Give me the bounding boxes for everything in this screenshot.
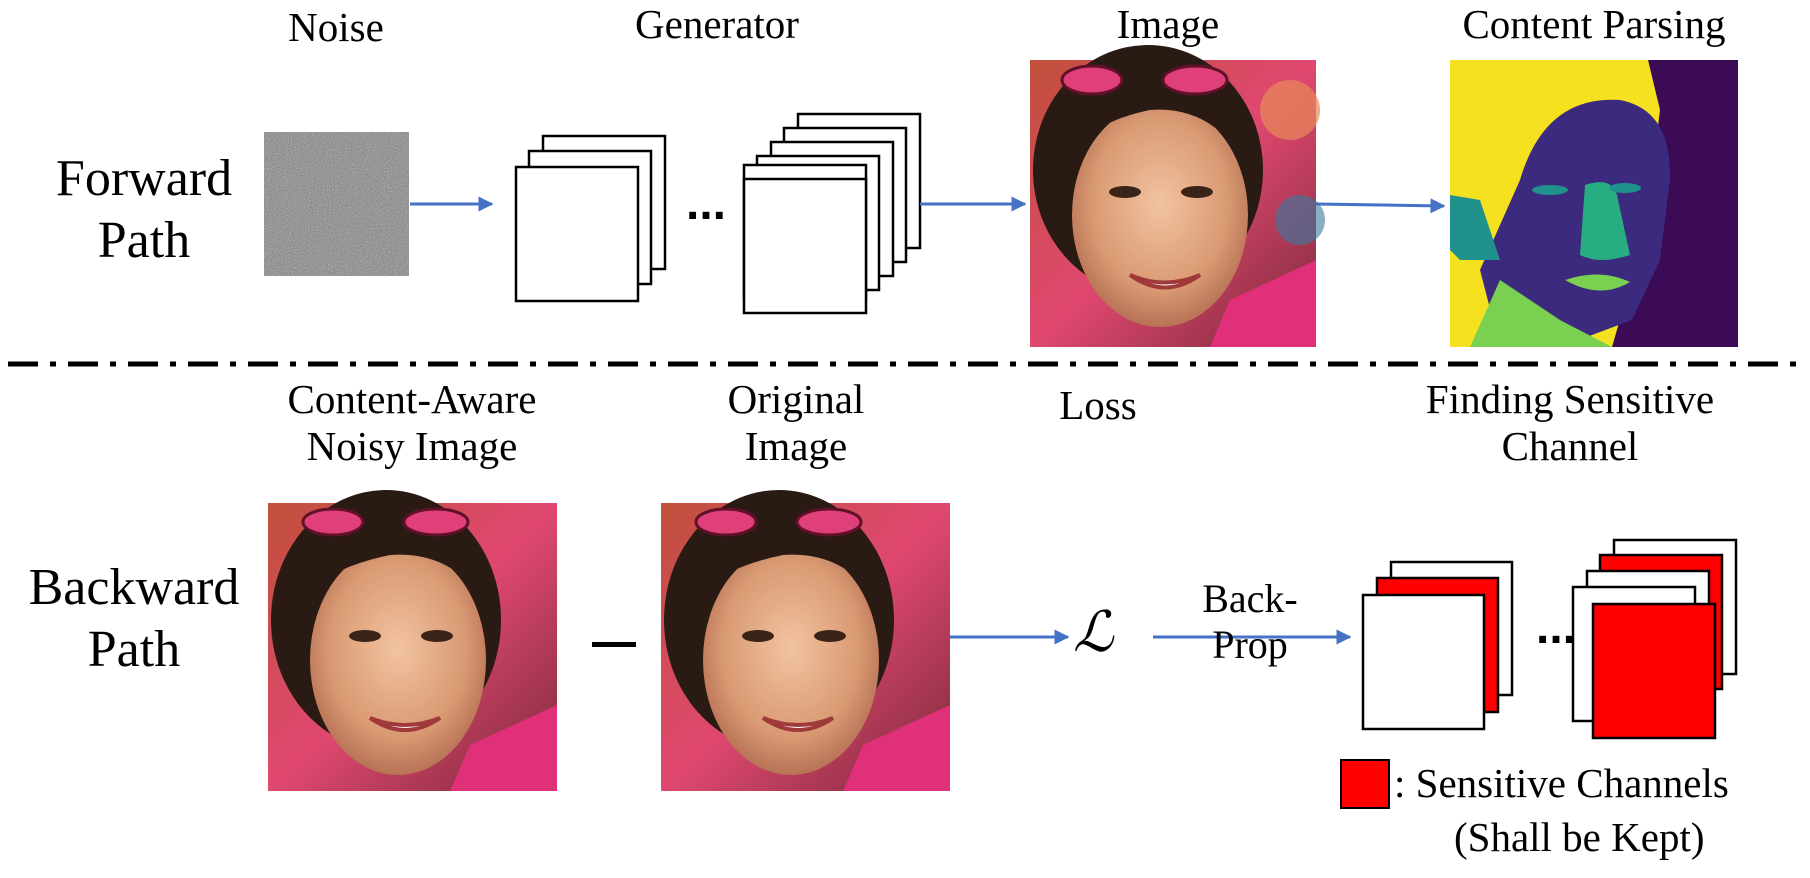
noisy-image-label: Content-Aware Noisy Image bbox=[242, 376, 582, 470]
sensitive-channel-label: Finding Sensitive Channel bbox=[1370, 376, 1770, 470]
legend-text-line1: : Sensitive Channels bbox=[1394, 760, 1729, 806]
backward-path-line1: Backward bbox=[28, 559, 240, 616]
loss-symbol: ℒ bbox=[1073, 600, 1114, 665]
backward-path-label: Backward Path bbox=[4, 557, 264, 682]
noisy-image-label-line1: Content-Aware bbox=[287, 376, 537, 422]
generator-stack-first bbox=[514, 134, 667, 303]
forward-path-label: Forward Path bbox=[24, 148, 264, 273]
arrow-image-to-parsing bbox=[1315, 198, 1446, 214]
legend-text-line2: (Shall be Kept) bbox=[1454, 814, 1705, 860]
channel-stack-second bbox=[1571, 538, 1738, 740]
content-parsing-map bbox=[1450, 60, 1738, 347]
backprop-label: Back- Prop bbox=[1160, 576, 1340, 668]
channel-ellipsis: ... bbox=[1536, 601, 1577, 654]
original-image-label: Original Image bbox=[676, 376, 916, 470]
legend-swatch bbox=[1340, 759, 1390, 809]
sensitive-channel-label-line2: Channel bbox=[1501, 423, 1639, 470]
original-face-image bbox=[661, 490, 950, 791]
noise-label: Noise bbox=[288, 4, 384, 50]
forward-path-line1: Forward bbox=[55, 150, 233, 207]
channel-stack-first bbox=[1361, 560, 1514, 731]
generator-label: Generator bbox=[635, 1, 799, 47]
noise-image bbox=[264, 132, 409, 276]
generator-ellipsis: ... bbox=[686, 177, 727, 230]
image-label: Image bbox=[1116, 1, 1220, 47]
noisy-face-image bbox=[268, 490, 557, 791]
generated-face-image bbox=[1030, 45, 1325, 347]
original-image-label-line2: Image bbox=[744, 423, 848, 470]
backward-path-line2: Path bbox=[87, 621, 181, 679]
minus-sign bbox=[592, 642, 636, 647]
content-parsing-label: Content Parsing bbox=[1462, 1, 1726, 47]
loss-label: Loss bbox=[1059, 382, 1137, 428]
backprop-line1: Back- bbox=[1202, 576, 1298, 621]
sensitive-channel-label-line1: Finding Sensitive bbox=[1425, 376, 1715, 422]
generator-stack-second bbox=[742, 112, 922, 315]
backprop-line2: Prop bbox=[1212, 622, 1288, 667]
noisy-image-label-line2: Noisy Image bbox=[306, 423, 518, 470]
original-image-label-line1: Original bbox=[727, 376, 865, 422]
forward-path-line2: Path bbox=[97, 212, 191, 270]
